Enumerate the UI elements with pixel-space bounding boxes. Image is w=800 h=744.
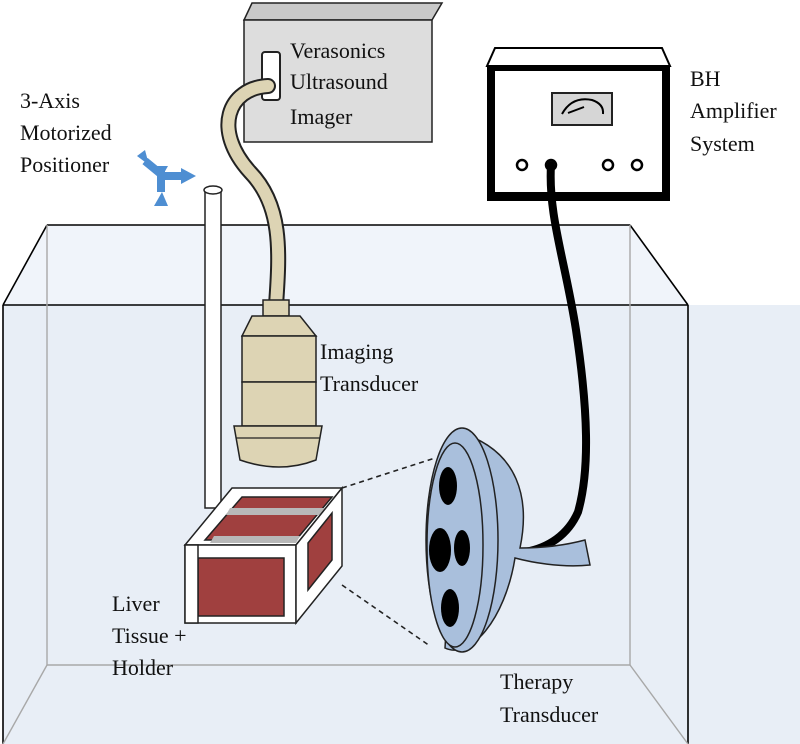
therapy-beam-lines (341, 457, 436, 647)
three-axis-arrow-icon (137, 150, 196, 206)
water-surface (3, 225, 688, 305)
imaging-transducer (233, 299, 323, 468)
liver-label-line1: Liver (112, 591, 160, 616)
therapy-cable (521, 161, 591, 556)
liver-holder (183, 485, 344, 626)
amplifier-label-line3: System (690, 131, 755, 156)
amplifier-label-line1: BH (690, 66, 721, 91)
water-tank (2, 224, 800, 744)
therapy-transducer-label-line2: Transducer (500, 702, 599, 727)
therapy-transducer (425, 427, 591, 653)
imaging-transducer-label-line1: Imaging (320, 339, 393, 364)
imaging-cable (220, 78, 287, 313)
therapy-element-right (454, 530, 470, 566)
positioner-label-line3: Positioner (20, 152, 110, 177)
positioner-label-line1: 3-Axis (20, 88, 80, 113)
imager-label-line1: Verasonics (290, 38, 385, 63)
therapy-element-top (439, 467, 457, 505)
therapy-transducer-label-line1: Therapy (500, 669, 573, 694)
bh-amplifier (485, 47, 672, 201)
verasonics-imager: Verasonics Ultrasound Imager (242, 2, 444, 143)
positioner-label-line2: Motorized (20, 120, 112, 145)
therapy-element-bottom (441, 589, 459, 627)
positioner-rod (203, 185, 223, 509)
imager-label-line2: Ultrasound (290, 69, 388, 94)
amplifier-knob-1 (515, 158, 529, 172)
imaging-transducer-label-line2: Transducer (320, 371, 419, 396)
imager-label-line3: Imager (290, 104, 353, 129)
water-body (3, 305, 800, 744)
liver-label-line3: Holder (112, 655, 174, 680)
liver-label-line2: Tissue + (112, 623, 187, 648)
gauge-meter-icon (551, 92, 613, 126)
amplifier-knob-3 (601, 158, 615, 172)
therapy-element-middle (429, 528, 451, 572)
amplifier-label-line2: Amplifier (690, 98, 777, 123)
amplifier-knob-4 (630, 158, 644, 172)
